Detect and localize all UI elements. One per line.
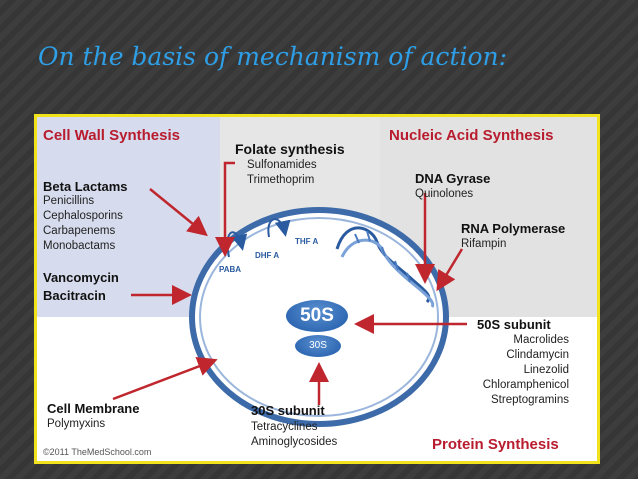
beta-lactam-item: Penicillins (43, 195, 95, 207)
bacitracin-label: Bacitracin (43, 288, 106, 303)
thf-label: THF A (295, 237, 319, 246)
sulfonamide-arrow (215, 161, 235, 257)
rna-polymerase-arrow (436, 248, 464, 292)
folate-item: Sulfonamides (247, 159, 317, 171)
50s-subunit-title: 50S subunit (477, 317, 551, 332)
folate-item: Trimethoprim (247, 174, 315, 186)
vancomycin-label: Vancomycin (43, 270, 119, 285)
50s-drug-item: Macrolides (513, 334, 569, 346)
rna-polymerase-item: Rifampin (461, 238, 507, 250)
cell-membrane-arrow (112, 356, 218, 401)
diagram-frame: 50S 30S THF A DHF A PABA Cell Wall Synth… (34, 114, 600, 464)
ribosome-50s: 50S (286, 300, 348, 332)
dhf-to-thf-arrow (267, 218, 291, 238)
50s-drug-item: Streptogramins (491, 394, 569, 406)
copyright-text: ©2011 TheMedSchool.com (43, 447, 152, 457)
dhf-label: DHF A (255, 251, 280, 260)
paba-label: PABA (219, 265, 242, 274)
protein-synthesis-title: Protein Synthesis (432, 436, 559, 453)
rna-polymerase-title: RNA Polymerase (461, 221, 566, 236)
cell-membrane-item: Polymyxins (47, 418, 106, 430)
30s-drug-item: Tetracyclines (251, 421, 318, 433)
folate-title: Folate synthesis (235, 141, 345, 157)
30s-drug-item: Aminoglycosides (251, 436, 338, 448)
cell-membrane-title: Cell Membrane (47, 401, 140, 416)
slide-title: On the basis of mechanism of action: (38, 42, 508, 71)
beta-lactam-arrow (149, 188, 208, 237)
cell-inner-outline (199, 217, 439, 417)
dna-helix-icon (335, 226, 435, 308)
50s-drug-item: Clindamycin (506, 349, 569, 361)
nucleic-acid-title: Nucleic Acid Synthesis (389, 127, 554, 144)
30s-subunit-title: 30S subunit (251, 403, 325, 418)
50s-drug-item: Linezolid (523, 364, 569, 376)
beta-lactams-title: Beta Lactams (43, 179, 128, 194)
cell-wall-title: Cell Wall Synthesis (43, 127, 180, 144)
beta-lactam-item: Cephalosporins (43, 210, 123, 222)
dna-gyrase-title: DNA Gyrase (415, 171, 491, 186)
ribosome-30s: 30S (295, 335, 341, 357)
dna-gyrase-item: Quinolones (415, 188, 474, 200)
beta-lactam-item: Carbapenems (43, 225, 116, 237)
50s-drug-item: Chloramphenicol (482, 379, 569, 391)
beta-lactam-item: Monobactams (43, 240, 116, 252)
